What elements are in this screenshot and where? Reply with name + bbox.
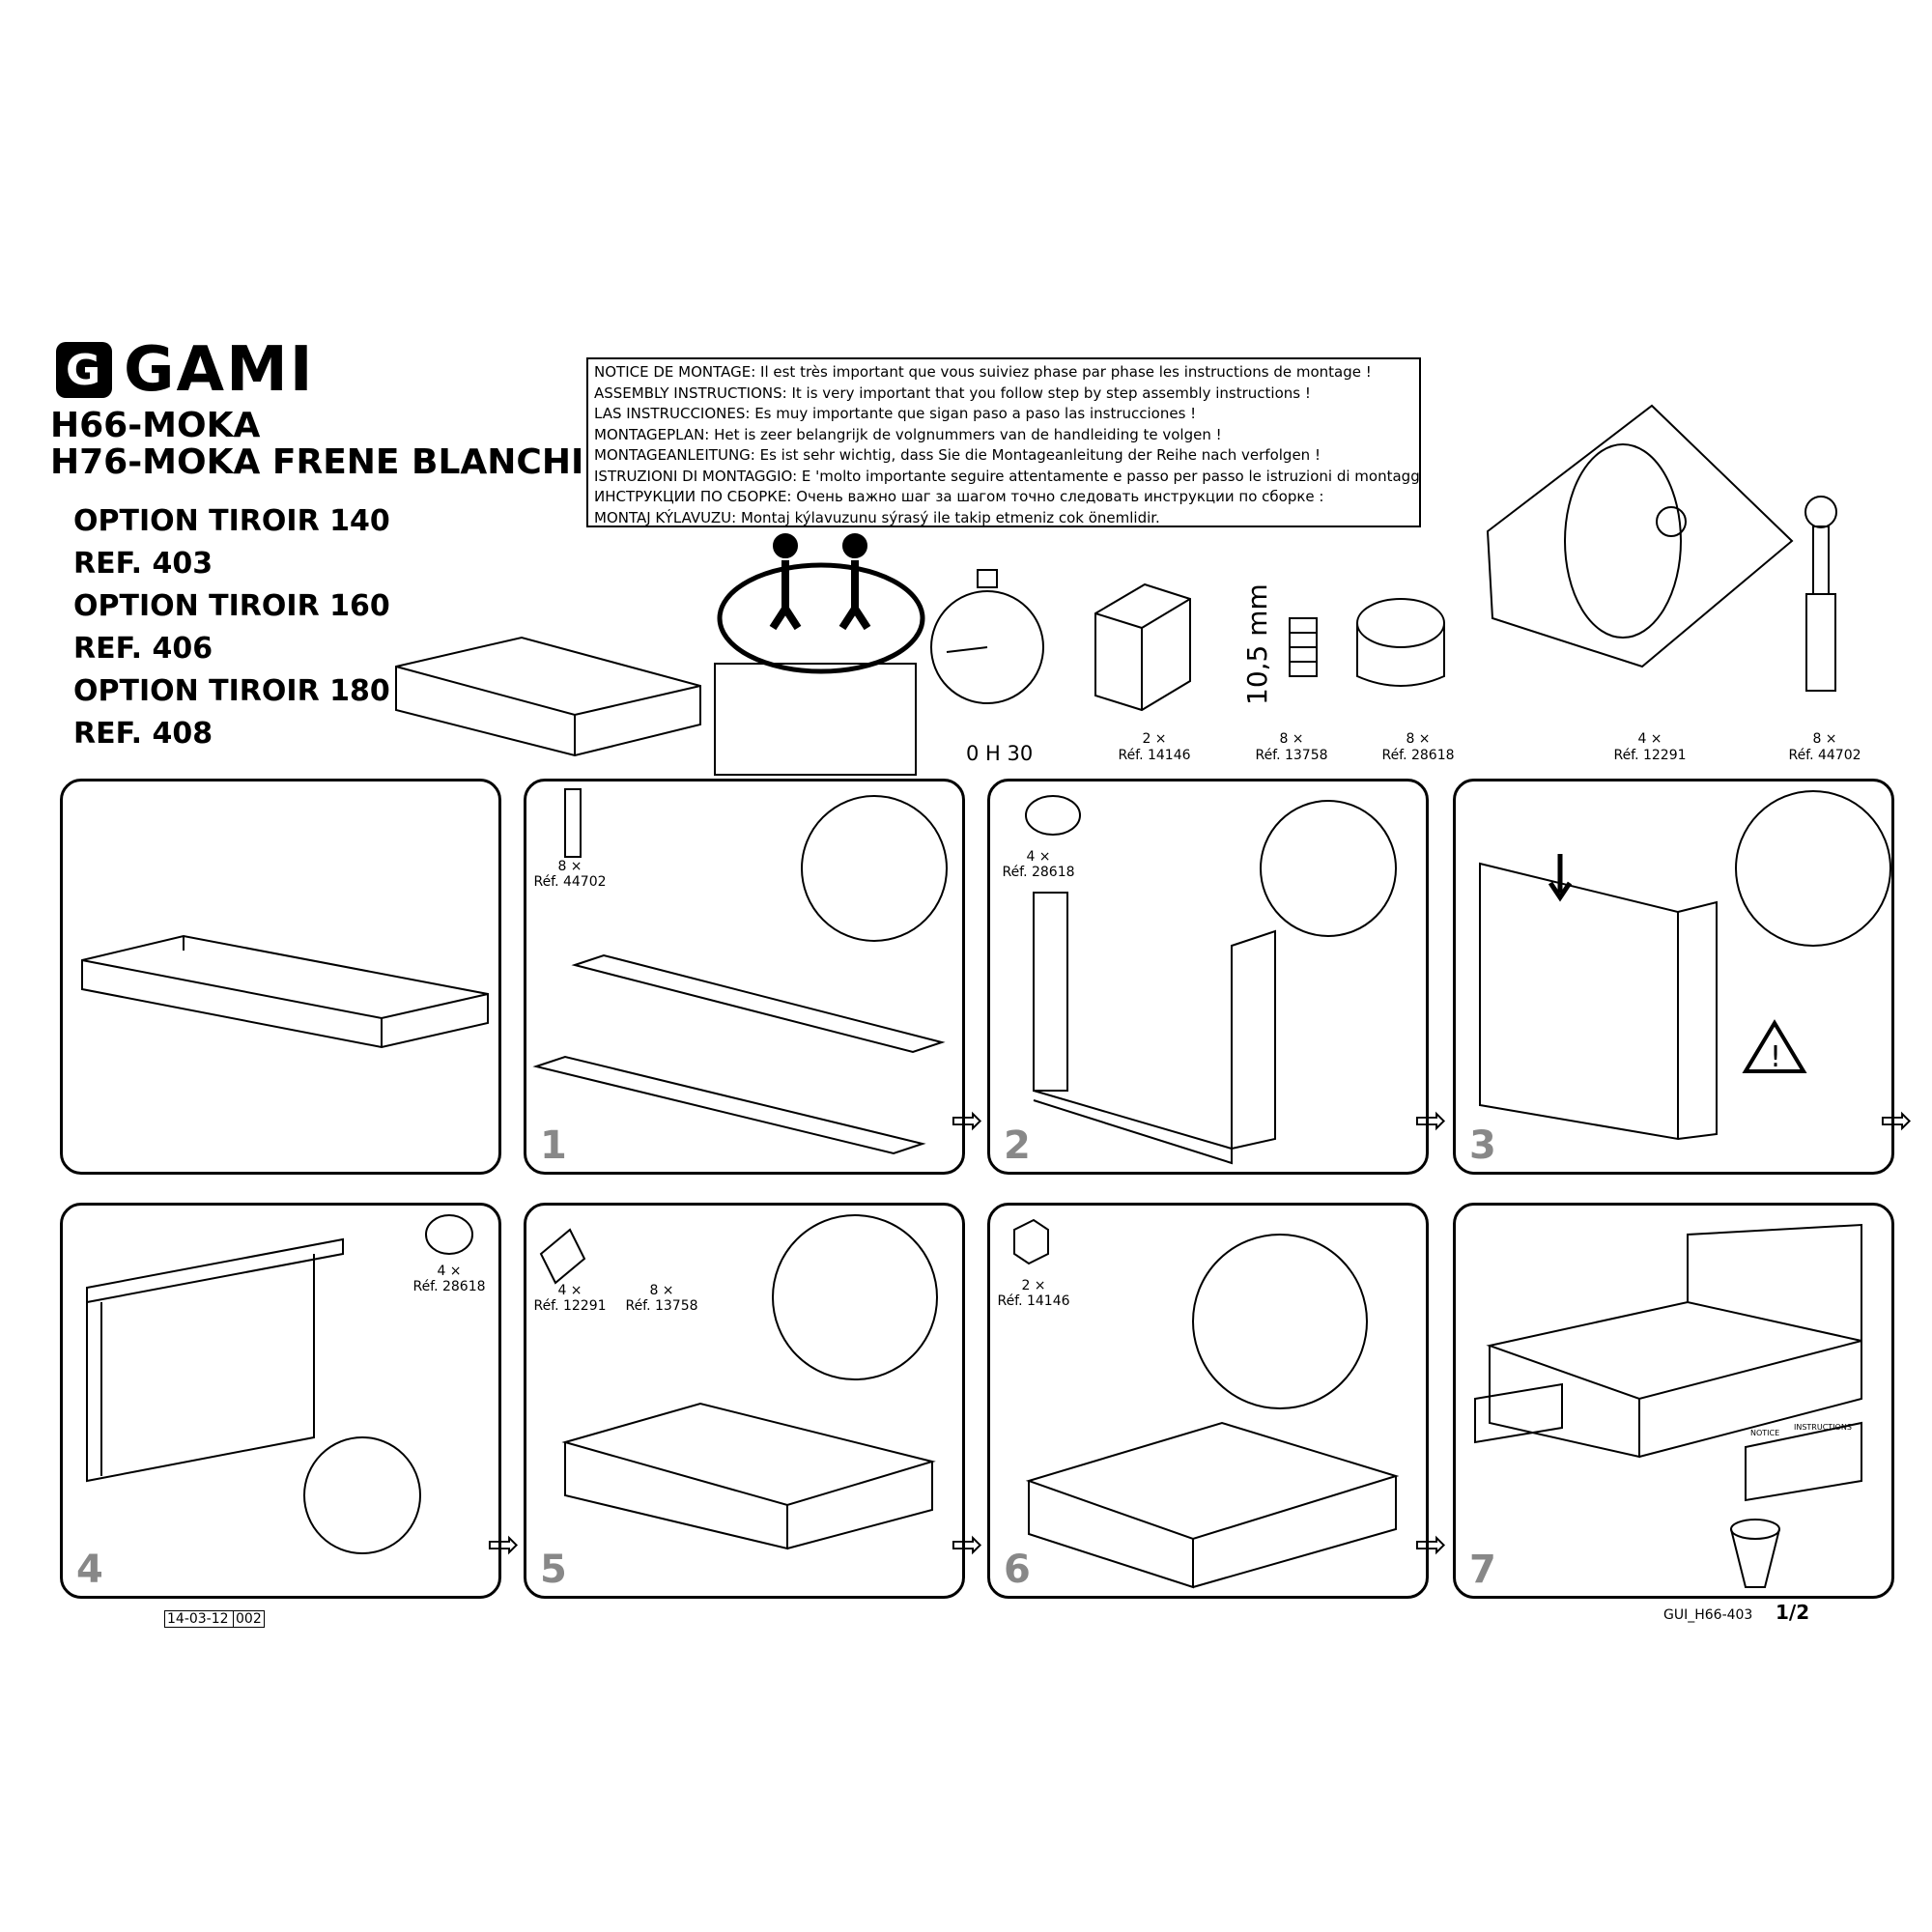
notice-sheet-label: NOTICE (1750, 1429, 1780, 1437)
step-part-label: 8 ×Réf. 44702 (533, 859, 607, 890)
cam-lock-icon (1356, 598, 1445, 687)
notice-line: MONTAJ KÝLAVUZU: Montaj kýlavuzunu sýras… (594, 508, 1160, 526)
step-number: 3 (1469, 1123, 1496, 1168)
step-number: 7 (1469, 1548, 1496, 1592)
instructions-sheet-label: INSTRUCTIONS (1794, 1423, 1852, 1432)
page-number: 1/2 (1776, 1601, 1810, 1624)
next-arrow-icon: ⇨ (951, 1522, 983, 1567)
stopwatch-icon (930, 569, 1044, 704)
model-title: H76-MOKA FRENE BLANCHI (50, 442, 584, 482)
header-illustrations (395, 404, 1837, 776)
notice-line: ИНСТРУКЦИИ ПО СБОРКЕ: Очень важно шаг за… (594, 488, 1324, 505)
step-part-label: 4 ×Réf. 12291 (533, 1283, 607, 1314)
step-part-label: 4 ×Réf. 28618 (412, 1264, 486, 1294)
step-number: 6 (1004, 1548, 1031, 1592)
step-4-panel: 4 ×Réf. 28618 4 ⇨ (60, 1203, 520, 1599)
option-text: OPTION TIROIR 160 (73, 589, 390, 623)
block-icon (1094, 582, 1191, 712)
screw-icon (1289, 617, 1318, 677)
notice-line: MONTAGEANLEITUNG: Es ist sehr wichtig, d… (594, 446, 1321, 464)
step-7-panel: NOTICE INSTRUCTIONS 7 (1453, 1203, 1894, 1599)
option-text: REF. 408 (73, 717, 213, 751)
step-number: 2 (1004, 1123, 1031, 1168)
support-bracket-icon (1486, 404, 1794, 668)
step-6-panel: 2 ×Réf. 14146 6 ⇨ (987, 1203, 1447, 1599)
step-part-label: 2 ×Réf. 14146 (997, 1278, 1070, 1309)
svg-text:!: ! (1770, 1040, 1781, 1074)
part-label: 8 ×Réf. 28618 (1381, 731, 1455, 763)
notice-line: NOTICE DE MONTAGE: Il est très important… (594, 363, 1372, 381)
screw-size-label: 10,5 mm (1241, 583, 1273, 705)
next-arrow-icon: ⇨ (487, 1522, 520, 1567)
step-3-panel: ! 3 ⇨ (1453, 779, 1913, 1175)
assembly-time: 0 H 30 (966, 742, 1034, 765)
overview-panel (60, 779, 501, 1175)
model-title: H66-MOKA (50, 406, 261, 445)
tools-icon (714, 663, 917, 776)
option-text: OPTION TIROIR 140 (73, 504, 390, 538)
step-number: 1 (540, 1123, 567, 1168)
part-label: 8 ×Réf. 13758 (1255, 731, 1328, 763)
two-persons-icon (717, 533, 925, 674)
document-code: GUI_H66-403 (1663, 1607, 1753, 1623)
part-label: 8 ×Réf. 44702 (1788, 731, 1861, 763)
next-arrow-icon: ⇨ (951, 1098, 983, 1143)
part-label: 2 ×Réf. 14146 (1118, 731, 1191, 763)
step-number: 5 (540, 1548, 567, 1592)
option-text: REF. 406 (73, 632, 213, 666)
option-text: OPTION TIROIR 180 (73, 674, 390, 708)
dowel-screw-icon (1804, 496, 1837, 692)
next-arrow-icon: ⇨ (1414, 1098, 1447, 1143)
option-text: REF. 403 (73, 547, 213, 581)
part-label: 4 ×Réf. 12291 (1613, 731, 1687, 763)
step-part-label: 4 ×Réf. 28618 (1002, 849, 1075, 880)
footer-date: 14-03-12 002 (164, 1610, 265, 1628)
notice-line: LAS INSTRUCCIONES: Es muy importante que… (594, 405, 1197, 422)
assembly-notice-box: NOTICE DE MONTAGE: Il est très important… (586, 357, 1421, 527)
step-number: 4 (76, 1548, 103, 1592)
notice-line: ASSEMBLY INSTRUCTIONS: It is very import… (594, 384, 1311, 402)
step-part-label: 8 ×Réf. 13758 (625, 1283, 698, 1314)
next-arrow-icon: ⇨ (1414, 1522, 1447, 1567)
notice-line: MONTAGEPLAN: Het is zeer belangrijk de v… (594, 425, 1222, 443)
drawer-icon (395, 636, 701, 757)
step-2-panel: 4 ×Réf. 28618 2 ⇨ (987, 779, 1447, 1175)
notice-line: ISTRUZIONI DI MONTAGGIO: E 'molto import… (594, 467, 1421, 485)
step-1-panel: 8 ×Réf. 44702 1 ⇨ (524, 779, 983, 1175)
step-5-panel: 4 ×Réf. 12291 8 ×Réf. 13758 5 ⇨ (524, 1203, 983, 1599)
next-arrow-icon: ⇨ (1880, 1098, 1913, 1143)
